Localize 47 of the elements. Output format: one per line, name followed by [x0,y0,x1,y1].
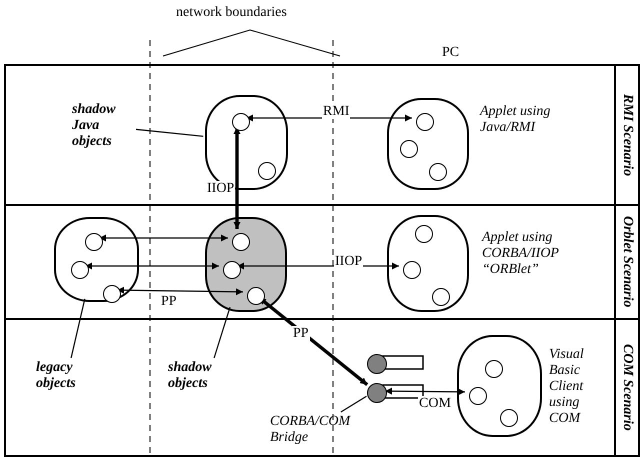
object-circle [485,360,503,378]
scenario-band [4,204,640,320]
object-group-blob [205,217,287,312]
bridge-circle [367,383,387,403]
callout-text: legacy objects [36,360,98,412]
connector-arrow [234,127,240,229]
object-circle [416,113,434,131]
caption-text: Applet using CORBA/IIOP “ORBlet” [482,230,560,278]
callout-text: shadow Java objects [72,102,138,154]
object-circle [469,387,487,405]
column-header: PC [442,45,460,61]
object-circle [403,261,421,279]
scenario-label: RMI Scenario [619,94,635,176]
leader-line [70,298,86,358]
object-circle [232,233,250,251]
object-group-blob [54,217,139,302]
object-circle [223,261,241,279]
bridge-circle [367,354,387,374]
object-circle [103,285,121,303]
connector-arrow [117,286,243,296]
object-circle [71,261,89,279]
connector-arrow [85,262,219,270]
scenario-band [4,318,640,457]
leader-line [214,307,231,358]
edge-label: RMI [322,104,350,119]
caption-text: Applet using Java/RMI [480,104,552,136]
object-circle [415,225,433,243]
leader-line [340,396,367,413]
object-circle [432,288,450,306]
object-circle [500,409,518,427]
connector-arrow [99,234,228,242]
scenario-label: Orblet Scenario [619,216,635,308]
leader-line [136,128,204,137]
caption-text: Visual Basic Client using COM [549,347,585,427]
caption-text: CORBA/COM Bridge [270,414,354,452]
callout-text: shadow objects [168,360,248,412]
connector-arrow [385,388,465,396]
scenario-label: COM Scenario [619,344,635,431]
object-circle [400,140,418,158]
object-circle [232,113,250,131]
object-circle [85,233,103,251]
object-circle [258,162,276,180]
object-circle [247,287,265,305]
object-circle [429,163,447,181]
edge-label: IIOP [334,254,364,269]
header-text: network boundaries [176,5,287,21]
edge-label: PP [292,326,310,341]
